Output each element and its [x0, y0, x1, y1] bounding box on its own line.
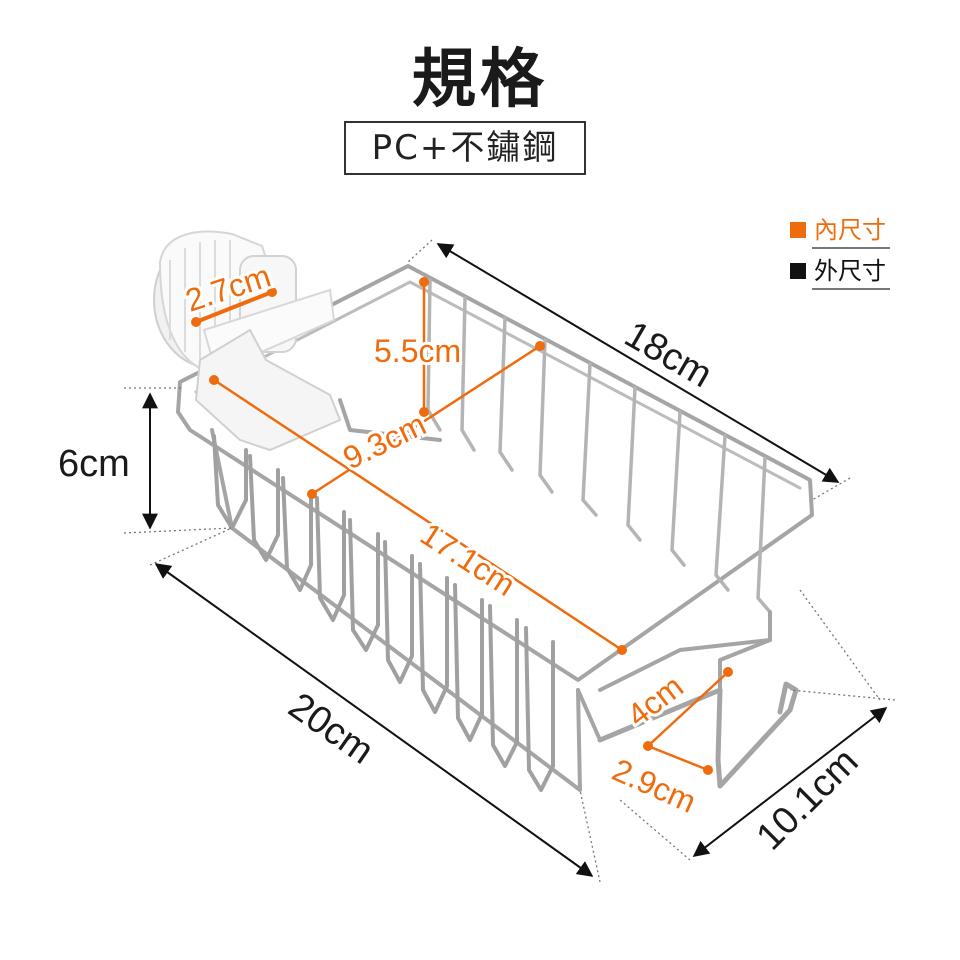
outer-dimension-lines — [123, 239, 896, 883]
height-inner-label: 5.5cm — [374, 333, 461, 369]
height-outer-label: 6cm — [58, 443, 130, 485]
basket-end-frame — [598, 610, 772, 692]
hook-width-line — [647, 744, 709, 772]
clamp-illustration — [153, 230, 342, 452]
material-label: PC+不鏽鋼 — [344, 121, 586, 175]
bottom-length-label: 20cm — [281, 685, 381, 773]
length-inner-label: 17.1cm — [414, 516, 522, 603]
hook-length-label: 4cm — [620, 668, 690, 734]
inner-dimension-dots — [191, 277, 733, 775]
top-length-line — [436, 243, 840, 483]
length-inner-line — [213, 378, 623, 652]
width-outer-line — [692, 707, 888, 857]
page-title: 規格 — [412, 43, 548, 117]
bottom-length-line — [154, 563, 594, 877]
clamp-line — [195, 290, 273, 324]
legend-inner-swatch — [790, 221, 806, 238]
hook-length-line — [647, 671, 729, 747]
front-wires — [212, 434, 555, 792]
legend-inner-label: 內尺寸 — [812, 210, 890, 249]
width-inner-label: 9.3cm — [337, 406, 431, 477]
inner-dimension-lines — [195, 282, 729, 772]
legend-inner: 內尺寸 — [790, 210, 890, 249]
